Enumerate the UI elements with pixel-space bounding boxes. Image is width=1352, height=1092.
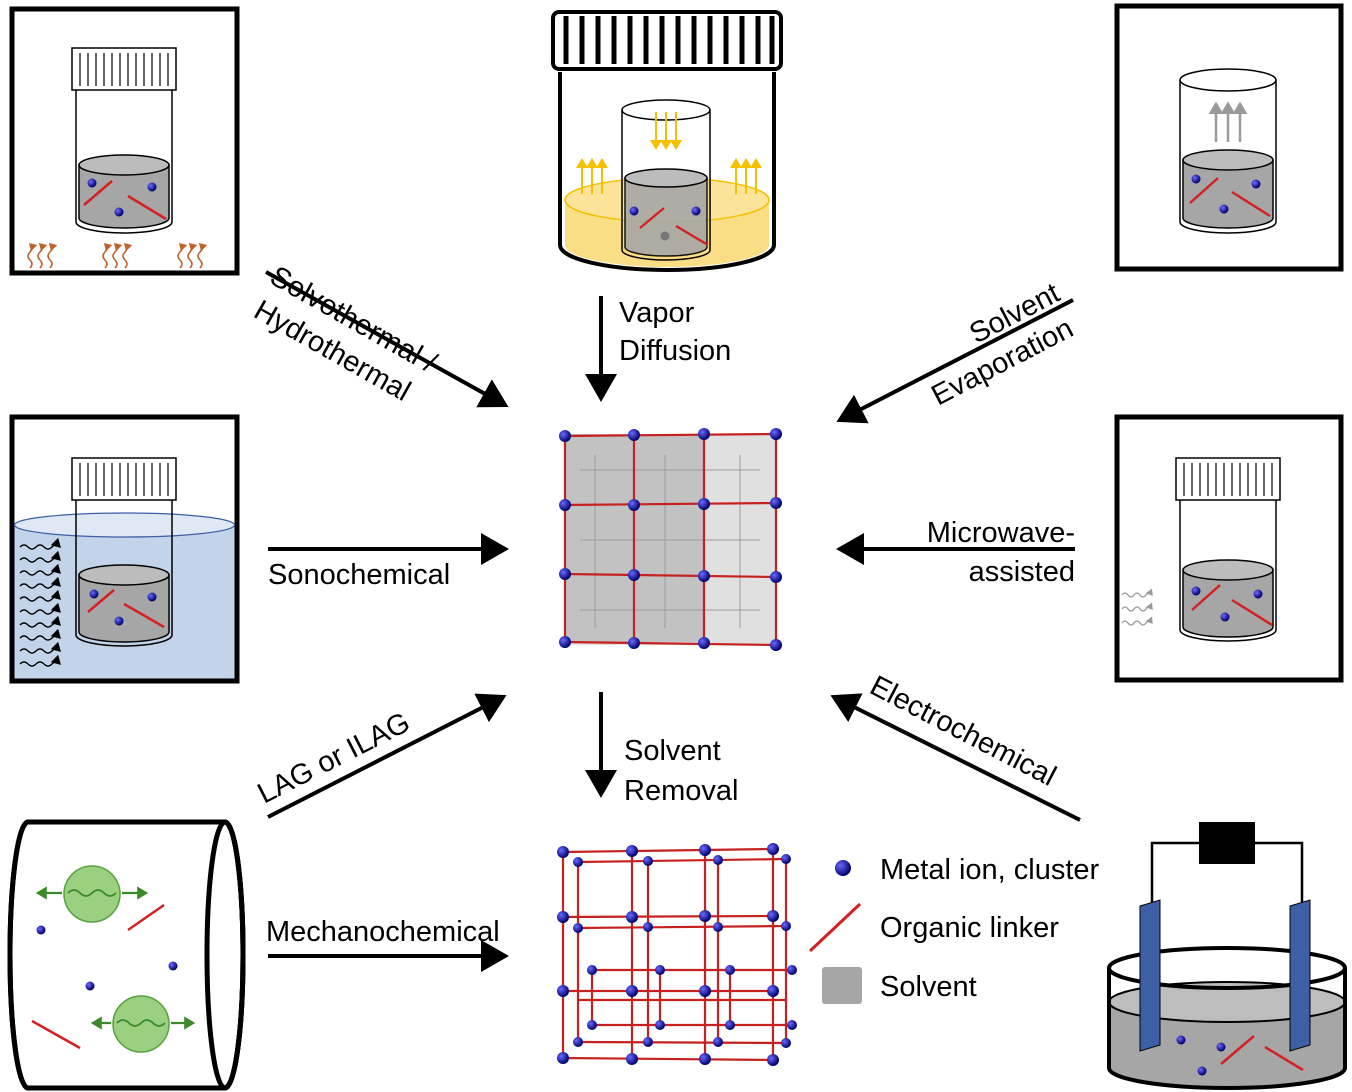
- panel-vapor-diffusion: [551, 10, 783, 272]
- panel-solvothermal: [9, 6, 240, 276]
- label-sonochemical: Sonochemical: [268, 559, 450, 591]
- panel-mechanochemical: [7, 819, 246, 1091]
- mof-activated: [557, 843, 797, 1066]
- vial-icon: [1175, 457, 1281, 642]
- beaker-icon: [1107, 946, 1347, 1090]
- label-removal-1: Solvent: [624, 735, 721, 767]
- legend-metal-icon: [835, 860, 851, 876]
- label-removal-2: Removal: [624, 775, 738, 807]
- ultrasound-wave-icon: [19, 537, 61, 667]
- label-lag: LAG or ILAG: [253, 706, 415, 810]
- label-microwave-2: assisted: [969, 556, 1075, 588]
- arrow-solvothermal: [265, 270, 509, 408]
- arrow-lag: [267, 693, 507, 819]
- open-vial-icon: [1179, 68, 1277, 234]
- microwave-wave-icon: [1121, 588, 1153, 626]
- legend: Metal ion, cluster Organic linker Solven…: [808, 854, 1100, 1004]
- arrows: [265, 270, 1081, 972]
- arrow-evaporation: [836, 298, 1074, 424]
- vial-icon: [71, 47, 177, 234]
- panel-sonochemical: [9, 414, 240, 684]
- legend-linker-label: Organic linker: [880, 912, 1059, 944]
- milling-ball-icon: [90, 995, 196, 1053]
- label-mechanochemical: Mechanochemical: [266, 916, 500, 948]
- label-microwave-1: Microwave-: [927, 517, 1075, 549]
- arrow-electrochemical: [830, 693, 1081, 822]
- panel-microwave: [1114, 414, 1344, 683]
- mof-with-solvent: [559, 428, 782, 651]
- panel-electrochemical: [1107, 822, 1347, 1090]
- power-source-icon: [1150, 822, 1304, 910]
- label-electrochemical: Electrochemical: [865, 670, 1061, 793]
- panel-solvent-evaporation: [1114, 3, 1344, 272]
- legend-metal-label: Metal ion, cluster: [880, 854, 1100, 886]
- heat-icon: [27, 242, 208, 269]
- vial-icon: [71, 457, 177, 647]
- legend-linker-icon: [808, 902, 862, 953]
- milling-ball-icon: [35, 865, 149, 923]
- label-vapor-2: Diffusion: [619, 335, 731, 367]
- legend-solvent-icon: [822, 967, 862, 1004]
- electrode-icon: [1139, 899, 1311, 1052]
- label-vapor-1: Vapor: [619, 297, 695, 329]
- legend-solvent-label: Solvent: [880, 971, 977, 1003]
- jar-icon: [551, 10, 783, 272]
